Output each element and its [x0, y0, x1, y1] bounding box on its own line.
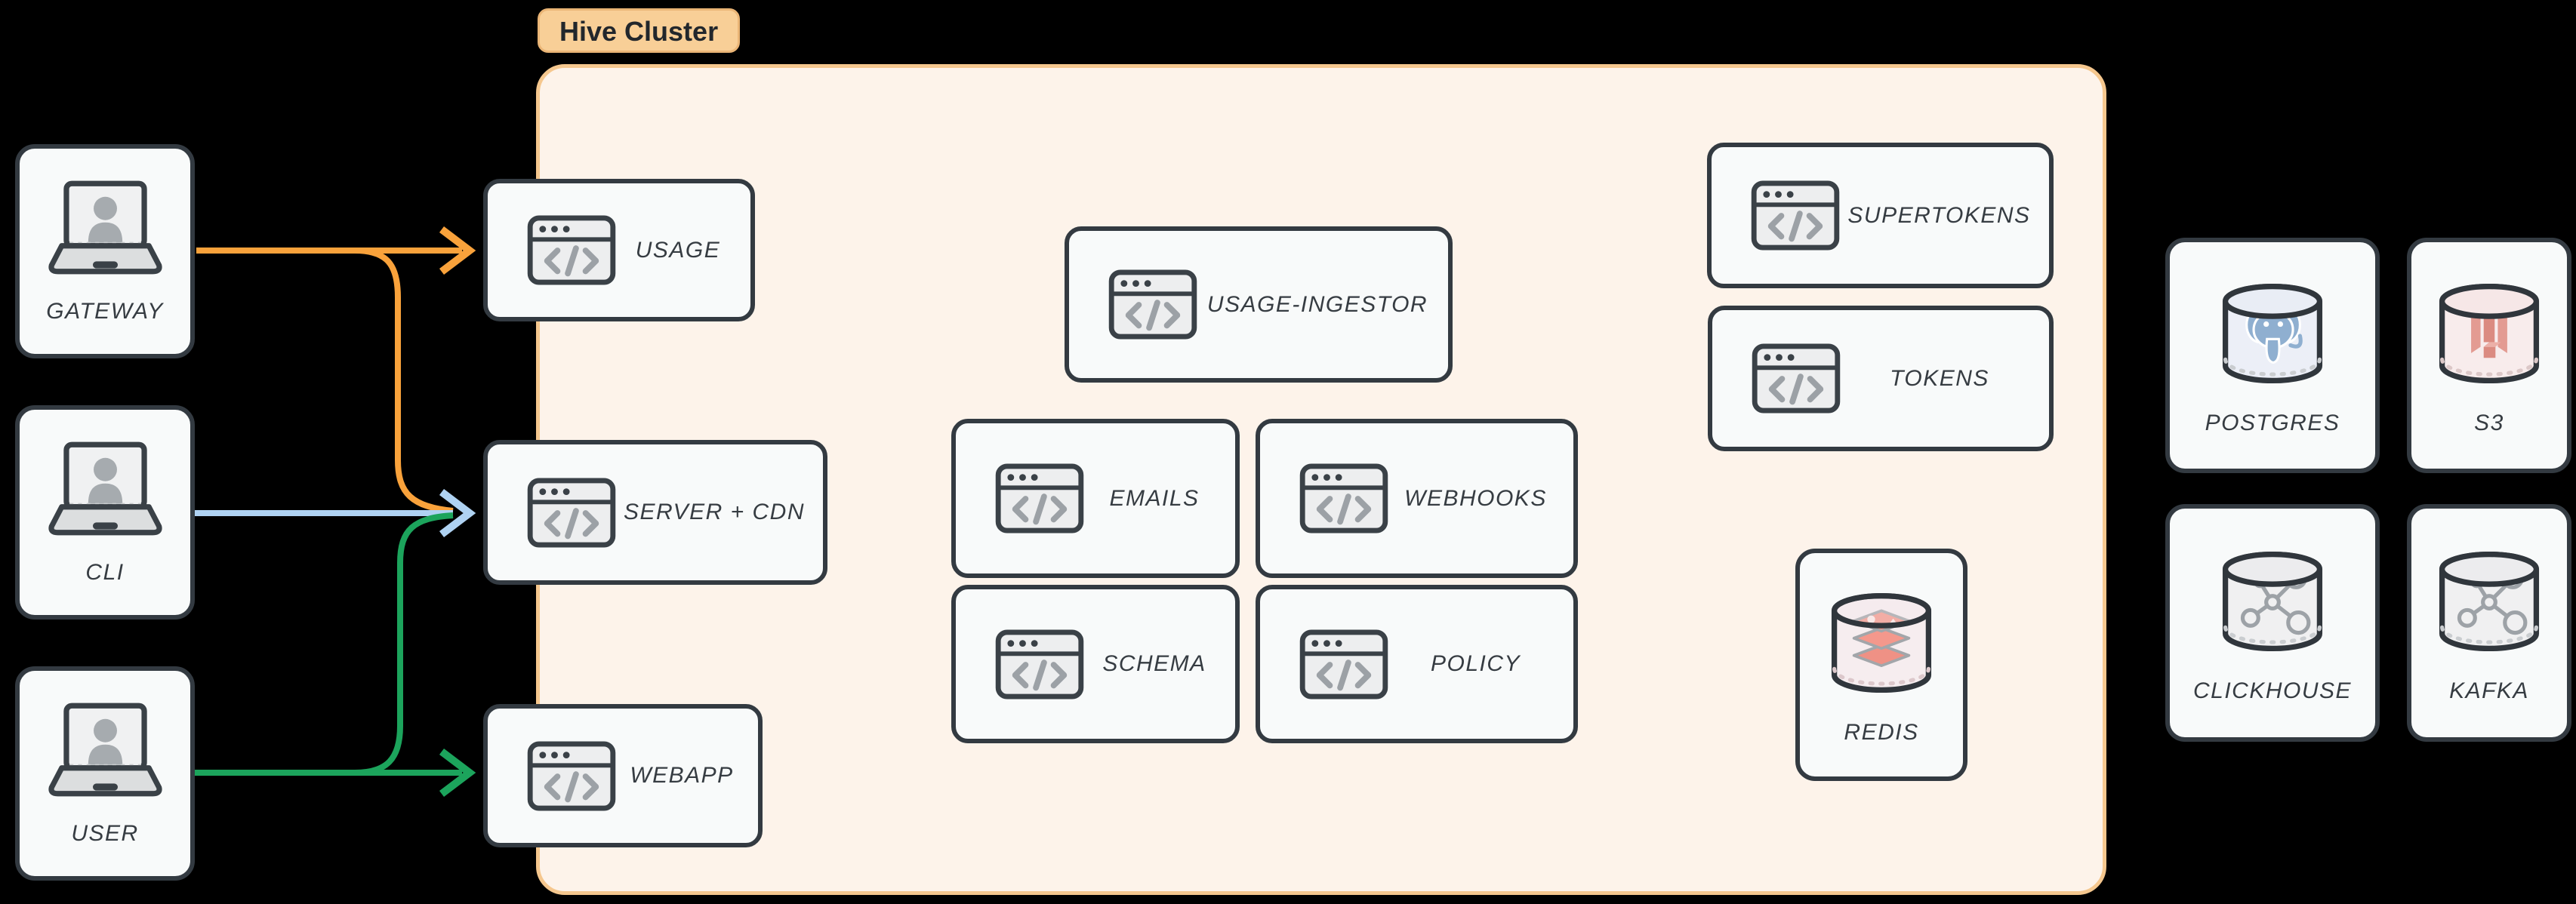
- service-label: USAGE: [635, 237, 721, 263]
- redis-database-icon: [1823, 584, 1940, 702]
- edge-gateway-server-branch: [354, 248, 454, 514]
- datastore-label: POSTGRES: [2205, 410, 2340, 435]
- service-schema: SCHEMA: [951, 585, 1240, 743]
- cluster-title-badge: Hive Cluster: [538, 8, 741, 53]
- service-label: WEBAPP: [630, 763, 734, 788]
- molecule-database-icon: [2430, 543, 2548, 660]
- client-label: GATEWAY: [46, 298, 164, 324]
- service-webhooks: WEBHOOKS: [1256, 419, 1578, 578]
- edge-cli-server-arrowhead: [439, 489, 476, 537]
- edge-user-server-branch: [354, 512, 454, 776]
- laptop-user-icon: [43, 701, 168, 798]
- code-window-icon: [995, 629, 1084, 700]
- service-label: SCHEMA: [1102, 651, 1206, 676]
- service-usage-ingestor: USAGE-INGESTOR: [1065, 226, 1453, 383]
- edge-user-webapp-arrowhead: [439, 749, 476, 797]
- code-window-icon: [1108, 269, 1197, 340]
- datastore-label: KAFKA: [2449, 678, 2529, 703]
- edge-gateway-usage-arrowhead: [439, 226, 476, 275]
- service-webapp: WEBAPP: [483, 704, 763, 847]
- datastore-label: S3: [2474, 410, 2504, 435]
- code-window-icon: [527, 215, 616, 285]
- code-window-icon: [527, 478, 616, 548]
- service-emails: EMAILS: [951, 419, 1240, 578]
- postgres-database-icon: [2214, 275, 2331, 392]
- service-redis: REDIS: [1795, 549, 1967, 781]
- service-label: SUPERTOKENS: [1847, 202, 2031, 228]
- service-label: TOKENS: [1890, 365, 1989, 391]
- service-label: EMAILS: [1109, 485, 1200, 511]
- service-label: USAGE-INGESTOR: [1206, 291, 1428, 317]
- service-label: REDIS: [1844, 720, 1919, 745]
- client-label: CLI: [85, 559, 125, 585]
- code-window-icon: [1751, 180, 1840, 251]
- s3-database-icon: [2430, 275, 2548, 392]
- service-server-cdn: SERVER + CDN: [483, 440, 827, 585]
- service-label: SERVER + CDN: [623, 500, 805, 524]
- code-window-icon: [1299, 629, 1388, 700]
- client-node-gateway: GATEWAY: [15, 144, 195, 358]
- client-label: USER: [71, 820, 139, 846]
- cluster-title: Hive Cluster: [559, 16, 719, 47]
- molecule-database-icon: [2214, 543, 2331, 660]
- client-node-user: USER: [15, 666, 195, 881]
- service-label: WEBHOOKS: [1404, 485, 1547, 511]
- datastore-s3: S3: [2407, 238, 2571, 473]
- datastore-kafka: KAFKA: [2407, 504, 2571, 742]
- datastore-clickhouse: CLICKHOUSE: [2165, 504, 2380, 742]
- code-window-icon: [1299, 463, 1388, 533]
- datastore-label: CLICKHOUSE: [2192, 678, 2353, 703]
- service-usage: USAGE: [483, 179, 755, 321]
- service-label: POLICY: [1430, 651, 1521, 676]
- datastore-postgres: POSTGRES: [2165, 238, 2380, 473]
- client-node-cli: CLI: [15, 405, 195, 620]
- service-tokens: TOKENS: [1708, 306, 2054, 451]
- laptop-user-icon: [43, 179, 168, 276]
- service-supertokens: SUPERTOKENS: [1707, 143, 2054, 288]
- code-window-icon: [1752, 343, 1841, 414]
- code-window-icon: [995, 463, 1084, 533]
- code-window-icon: [527, 741, 616, 811]
- service-policy: POLICY: [1256, 585, 1578, 743]
- laptop-user-icon: [43, 440, 168, 537]
